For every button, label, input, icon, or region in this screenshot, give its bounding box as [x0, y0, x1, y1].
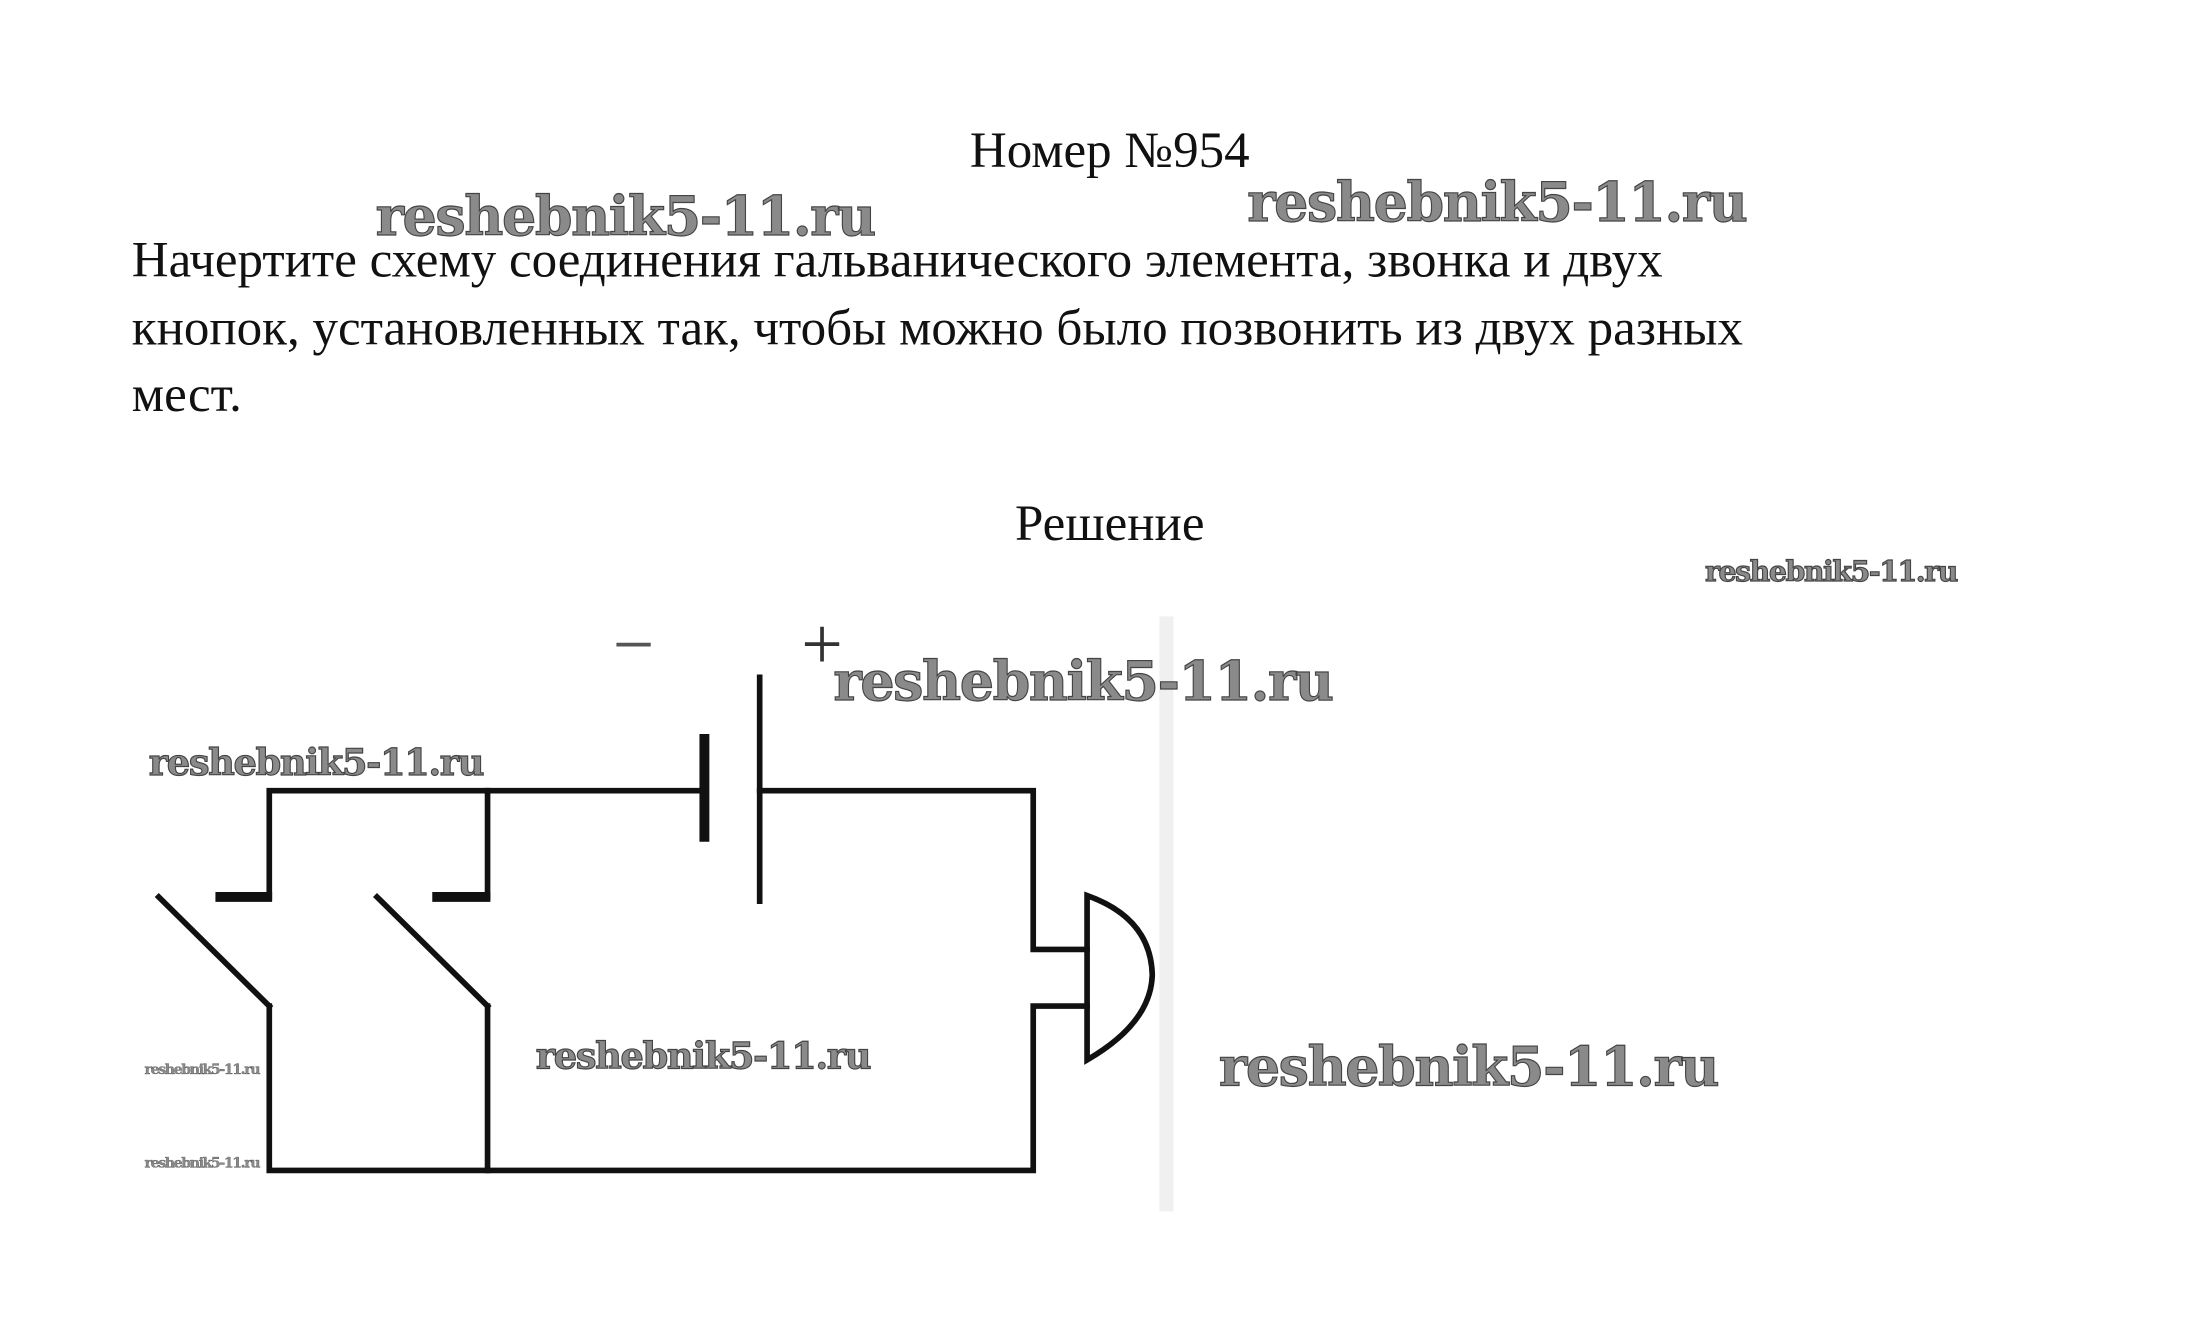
watermark: reshebnik5-11.ru	[1247, 170, 1747, 234]
watermark: reshebnik5-11.ru	[833, 649, 1333, 713]
wire-bell-return	[266, 1003, 1090, 1174]
problem-line: кнопок, установленных так, чтобы можно б…	[132, 300, 1743, 356]
watermark: reshebnik5-11.ru	[1705, 554, 1958, 588]
page-title: Номер №954	[970, 123, 1250, 179]
switch-1-blade	[154, 892, 274, 1011]
minus-label: −	[613, 603, 655, 685]
problem-text: Начертите схему соединения гальваническо…	[132, 232, 1743, 423]
watermark: reshebnik5-11.ru	[536, 1033, 871, 1077]
circuit-diagram: − +	[154, 603, 1156, 1174]
watermark: reshebnik5-11.ru	[145, 1062, 261, 1078]
plus-label: +	[801, 603, 843, 685]
problem-line: Начертите схему соединения гальваническо…	[132, 232, 1663, 288]
watermark: reshebnik5-11.ru	[376, 184, 876, 248]
wire-top-left	[266, 787, 708, 900]
wire-top-right	[756, 787, 1090, 953]
solution-heading: Решение	[1015, 496, 1204, 552]
switch-2-blade	[372, 892, 492, 1011]
bell-icon	[1084, 891, 1156, 1065]
watermark: reshebnik5-11.ru	[149, 740, 484, 784]
watermark: reshebnik5-11.ru	[1219, 1034, 1719, 1098]
watermark: reshebnik5-11.ru	[145, 1156, 261, 1172]
problem-line: мест.	[132, 367, 242, 423]
